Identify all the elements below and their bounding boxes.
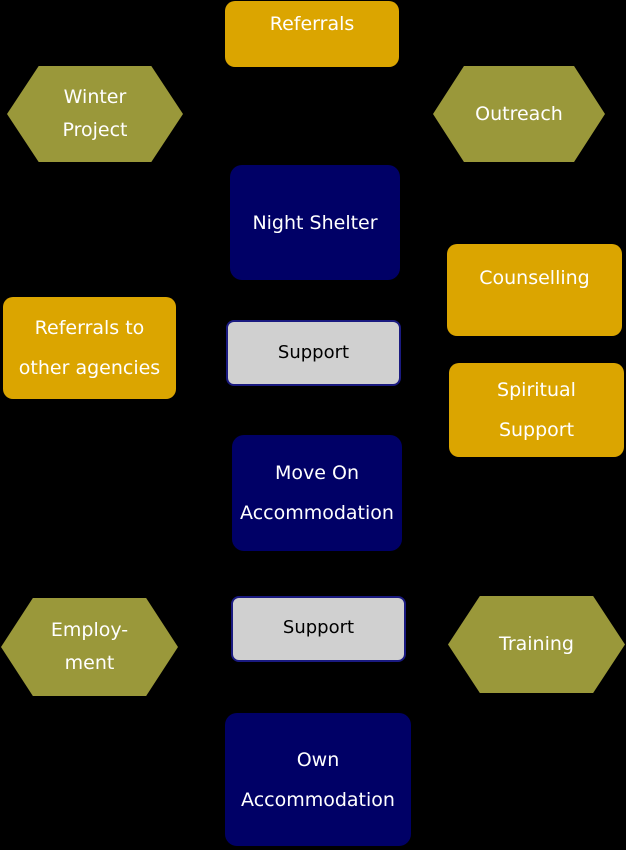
winter-project-label-line-1: Winter (63, 86, 127, 108)
counselling-box: Counselling (447, 244, 622, 336)
referrals-other-label-line-2: other agencies (18, 357, 161, 379)
move-on-accommodation-box: Move On Accommodation (232, 435, 402, 551)
support-upper-label: Support (277, 342, 350, 363)
referrals-box: Referrals (225, 1, 399, 67)
winter-project-label-line-2: Project (62, 119, 128, 141)
training-hexagon: Training (448, 596, 625, 693)
spiritual-support-label-line-1: Spiritual (497, 379, 576, 401)
employment-label-line-2: ment (64, 652, 115, 674)
spiritual-support-label-line-2: Support (498, 419, 575, 441)
move-on-label-line-1: Move On (275, 462, 359, 484)
spiritual-support-box: Spiritual Support (449, 363, 624, 457)
support-box-upper: Support (226, 320, 401, 386)
counselling-label: Counselling (479, 267, 590, 289)
night-shelter-box: Night Shelter (230, 165, 400, 280)
referrals-other-label-line-1: Referrals to (34, 317, 145, 339)
outreach-hexagon: Outreach (433, 66, 605, 162)
referrals-other-agencies-box: Referrals to other agencies (3, 297, 176, 399)
support-lower-label: Support (282, 617, 355, 638)
night-shelter-label: Night Shelter (252, 211, 378, 234)
own-accommodation-label-line-2: Accommodation (241, 788, 395, 811)
outreach-label: Outreach (475, 102, 563, 125)
employment-hexagon: Employ- ment (1, 598, 178, 696)
training-label: Training (499, 633, 574, 655)
own-accommodation-box: Own Accommodation (225, 713, 411, 846)
support-box-lower: Support (231, 596, 406, 662)
move-on-label-line-2: Accommodation (240, 502, 394, 524)
winter-project-hexagon: Winter Project (7, 66, 183, 162)
employment-label-line-1: Employ- (50, 619, 129, 641)
own-accommodation-label-line-1: Own (296, 748, 340, 771)
referrals-label: Referrals (269, 13, 355, 35)
